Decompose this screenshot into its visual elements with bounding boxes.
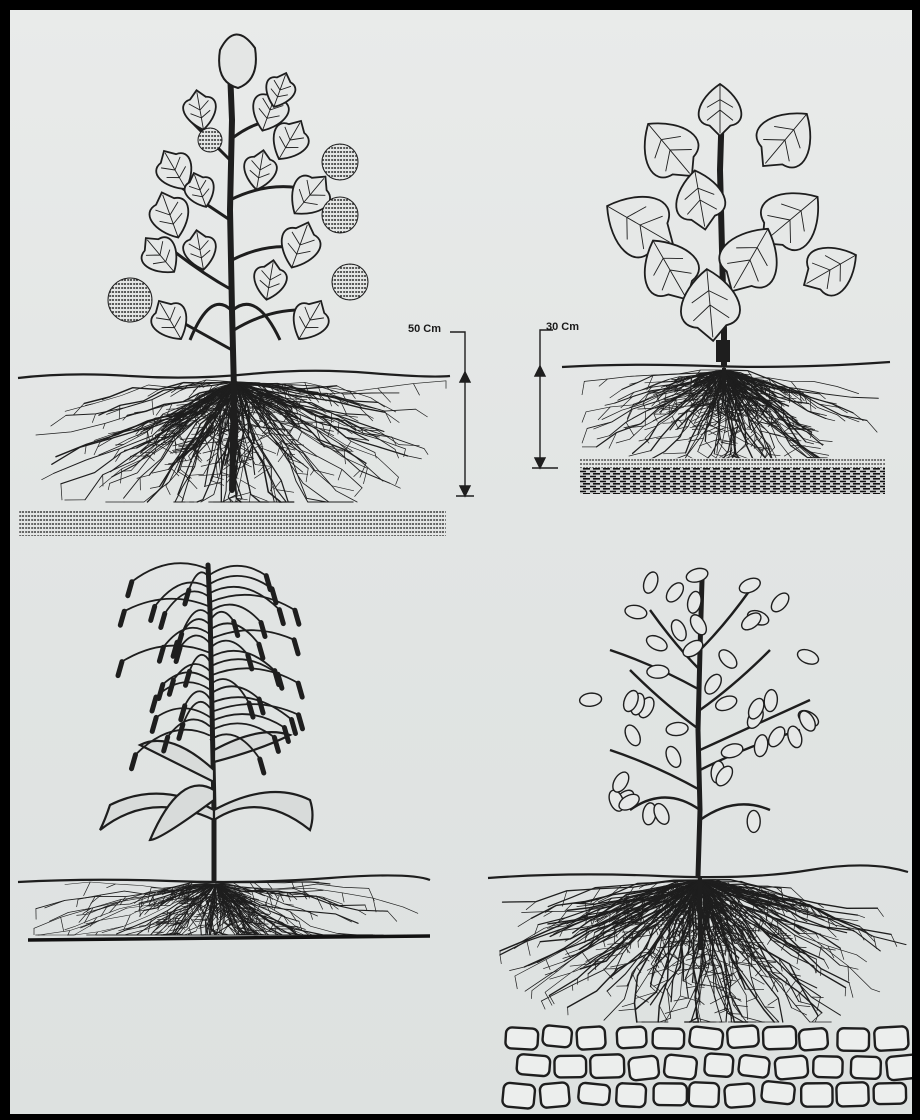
depth-marker-30cm xyxy=(532,330,558,468)
depth-marker-50cm xyxy=(450,332,474,496)
root-system-bottom-right xyxy=(500,878,906,1022)
rock-layer-bottom-right xyxy=(502,1025,912,1109)
root-system-bottom-left xyxy=(34,882,418,935)
stem-bottom-left xyxy=(208,565,214,880)
root-systems-illustration xyxy=(10,10,912,1114)
plant-bottom-left xyxy=(18,563,430,940)
soil-line-bottom-left xyxy=(18,875,430,882)
stem-top-left xyxy=(230,70,234,490)
depth-label-right: 30 Cm xyxy=(546,321,579,333)
base-line-bottom-left xyxy=(28,936,430,940)
plant-bottom-right xyxy=(488,566,912,1109)
plant-top-left xyxy=(18,34,450,536)
compacted-layer-edge xyxy=(580,458,885,468)
leaves-top-right xyxy=(591,84,868,343)
bolls-top-left xyxy=(108,34,368,322)
root-system-top-left xyxy=(36,380,446,502)
leaf-blades-bottom-left xyxy=(100,732,313,840)
compacted-layer-top-right xyxy=(580,468,885,494)
stem-collar xyxy=(716,340,730,362)
plant-top-right xyxy=(562,84,890,494)
depth-label-left: 50 Cm xyxy=(408,323,441,335)
root-system-top-right xyxy=(582,368,878,460)
hardpan-layer-top-left xyxy=(18,510,446,536)
illustration-page: 50 Cm 30 Cm xyxy=(10,10,912,1114)
